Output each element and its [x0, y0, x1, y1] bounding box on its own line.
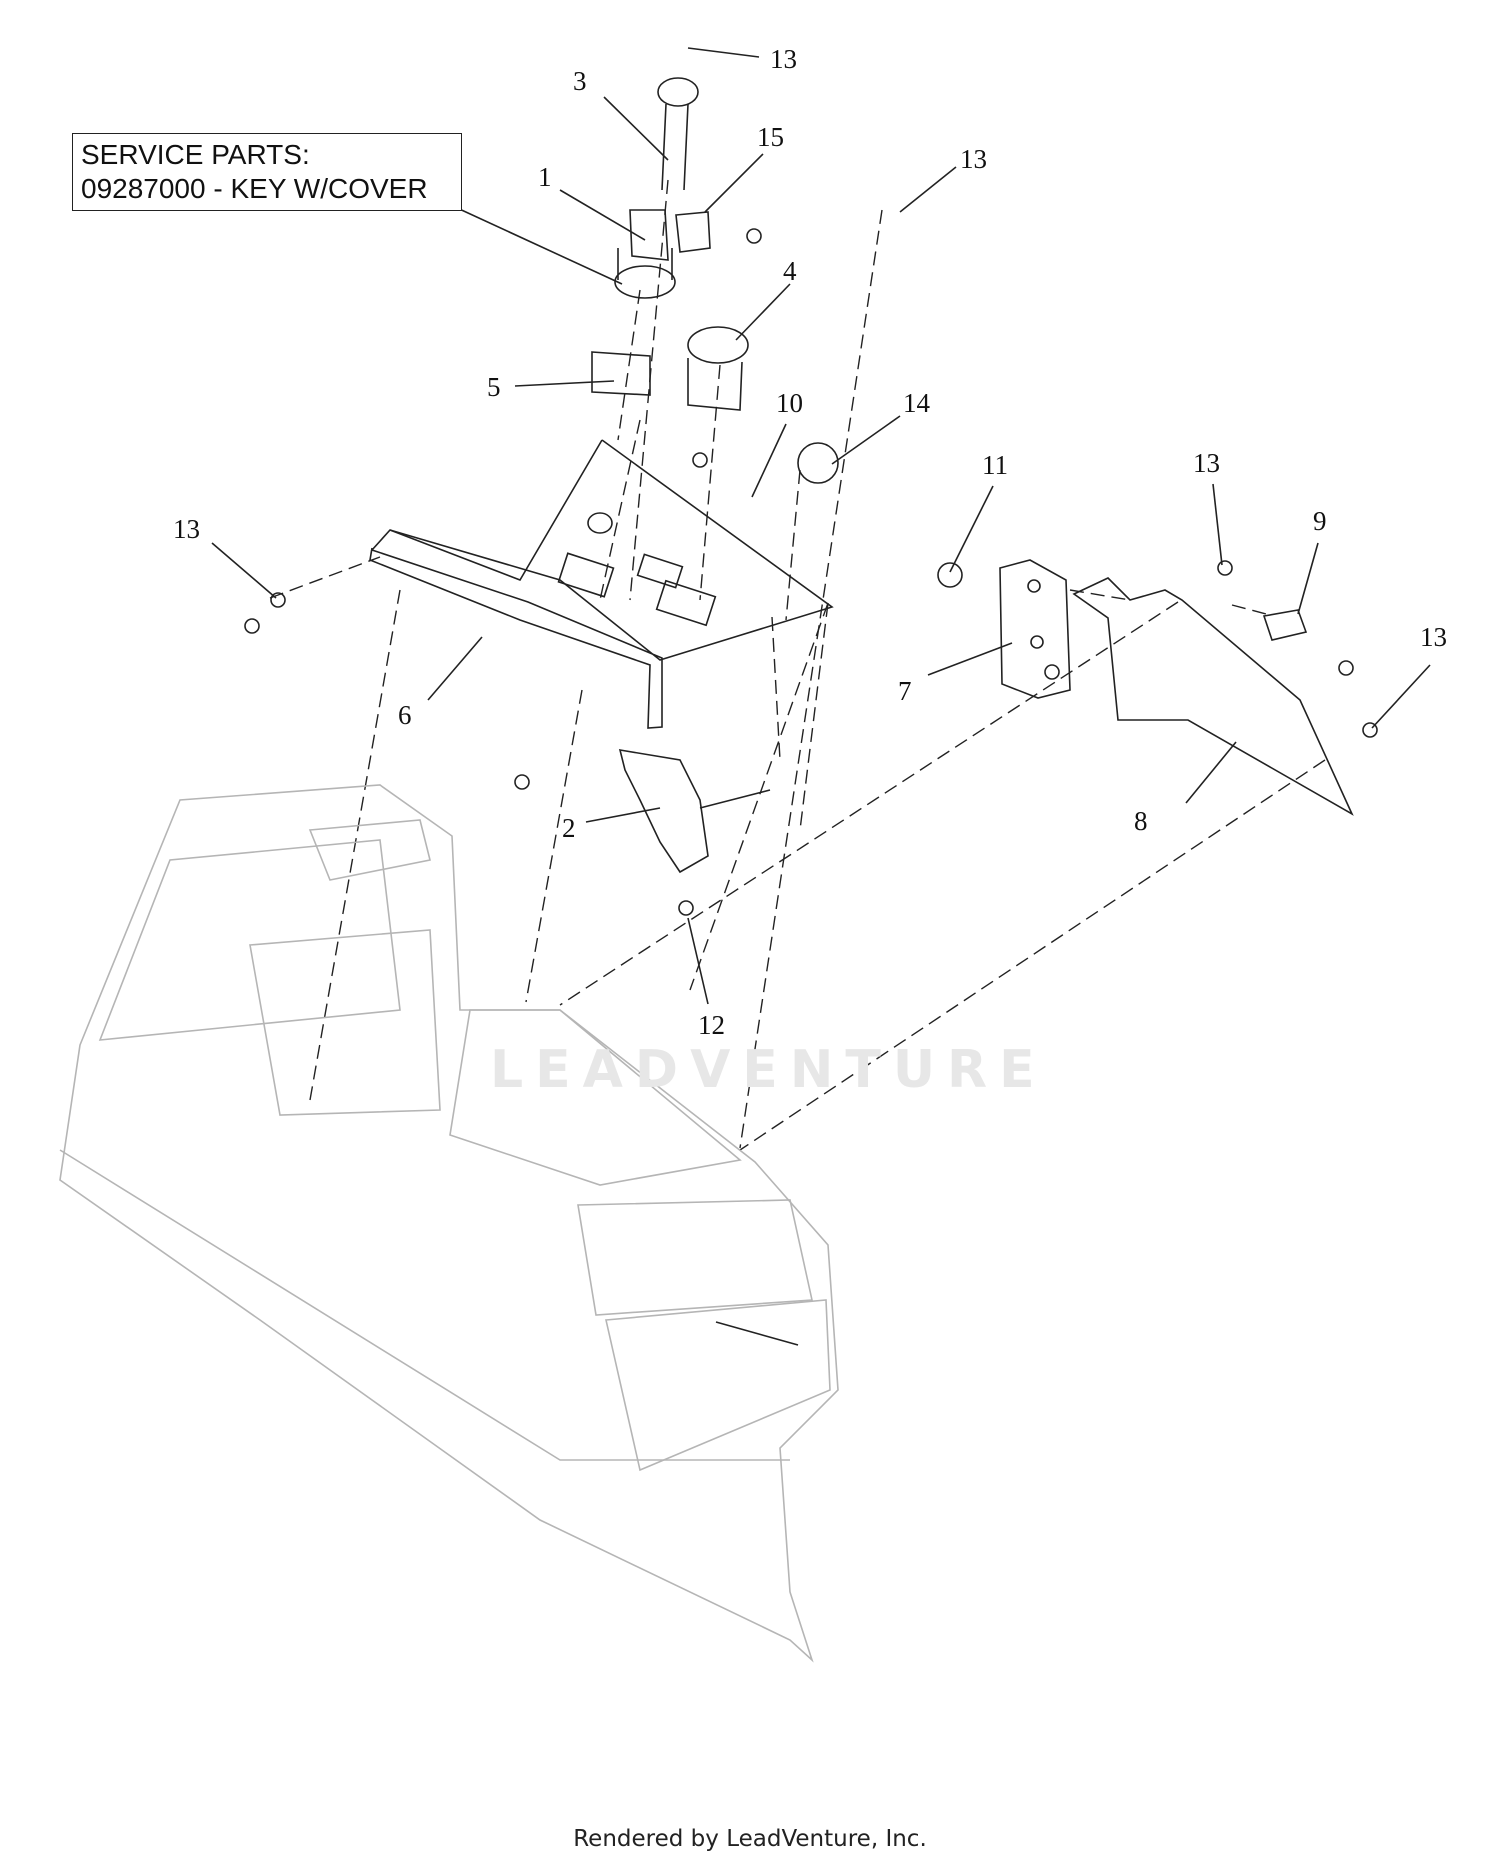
leader-6 — [427, 636, 483, 701]
part-7-bracket — [999, 559, 1071, 699]
part-15-rocker — [675, 211, 711, 253]
bracket-hole-3 — [1044, 664, 1060, 680]
part-5-rocker — [591, 351, 651, 396]
leader-10 — [751, 423, 787, 498]
leader-8 — [1185, 741, 1237, 804]
callout-14: 14 — [903, 388, 930, 418]
leader-4 — [735, 283, 791, 341]
callout-15: 15 — [757, 122, 784, 152]
leader-13-right — [899, 166, 957, 213]
leader-1 — [559, 189, 646, 241]
part-14-knob — [797, 442, 839, 484]
leader-12 — [687, 917, 709, 1005]
callout-13-plate: 13 — [1420, 622, 1447, 652]
screw-bracket — [1217, 560, 1233, 576]
watermark-text: LEADVENTURE — [490, 1040, 1047, 1100]
callout-2: 2 — [562, 813, 576, 843]
leader-15 — [704, 153, 764, 213]
alignment-lines — [269, 179, 1326, 1151]
part-8-plate — [1072, 577, 1354, 816]
leader-13-bracket — [1212, 483, 1223, 566]
part-4-knob — [687, 326, 749, 364]
callout-7: 7 — [898, 676, 912, 706]
leader-14 — [831, 415, 901, 465]
part-9-knob — [1262, 609, 1308, 641]
screw-left — [270, 592, 286, 608]
leader-3 — [603, 96, 669, 161]
callout-12: 12 — [698, 1010, 725, 1040]
part-3-key-shaft — [661, 103, 689, 191]
part-3-key-head — [657, 77, 699, 107]
screw-left-2 — [244, 618, 260, 634]
screw-center — [692, 452, 708, 468]
service-leader-line — [454, 206, 623, 285]
screw-plate-2 — [1362, 722, 1378, 738]
callout-13-top: 13 — [770, 44, 797, 74]
part-1-body — [617, 248, 673, 280]
callout-6: 6 — [398, 700, 412, 730]
callout-13-bracket: 13 — [1193, 448, 1220, 478]
leader-7 — [927, 642, 1013, 676]
housing-leader — [715, 1321, 799, 1346]
callout-13-left: 13 — [173, 514, 200, 544]
part-6-plate — [369, 439, 834, 729]
part-4-body — [687, 358, 743, 411]
callout-8: 8 — [1134, 806, 1148, 836]
console-housing — [59, 784, 839, 1663]
callout-9: 9 — [1313, 506, 1327, 536]
bracket-hole-1 — [1027, 579, 1041, 593]
callout-4: 4 — [783, 256, 797, 286]
part-2-pin — [699, 789, 771, 809]
leader-11 — [949, 485, 994, 573]
leader-5 — [514, 380, 615, 387]
plate-cutout-b — [636, 553, 684, 589]
leader-9 — [1297, 542, 1319, 615]
footer-credit: Rendered by LeadVenture, Inc. — [573, 1826, 927, 1852]
plate-cutout-c — [655, 579, 717, 627]
service-parts-number: 09287000 - KEY W/COVER — [81, 173, 428, 204]
callout-13-right: 13 — [960, 144, 987, 174]
leader-13-plate — [1371, 664, 1431, 729]
part-11-nut — [937, 562, 963, 588]
screw-lower — [514, 774, 530, 790]
service-parts-title: SERVICE PARTS: — [81, 139, 310, 170]
leader-13-left — [211, 542, 277, 599]
plate-hole — [587, 512, 613, 534]
callout-11: 11 — [982, 450, 1008, 480]
leader-13-top — [687, 47, 760, 58]
part-1-key-switch-base — [614, 265, 676, 299]
callout-1: 1 — [538, 162, 552, 192]
part-12-nut — [678, 900, 694, 916]
bracket-hole-2 — [1030, 635, 1044, 649]
part-6-plate-edge — [389, 439, 603, 581]
service-parts-box: SERVICE PARTS: 09287000 - KEY W/COVER — [72, 133, 462, 211]
callout-3: 3 — [573, 66, 587, 96]
screw-top — [746, 228, 762, 244]
leader-2 — [585, 807, 661, 823]
screw-plate — [1338, 660, 1354, 676]
callout-10: 10 — [776, 388, 803, 418]
part-2-latch — [618, 749, 709, 874]
callout-5: 5 — [487, 372, 501, 402]
plate-cutout-a — [557, 552, 615, 598]
part-1-key-cover — [629, 209, 669, 261]
